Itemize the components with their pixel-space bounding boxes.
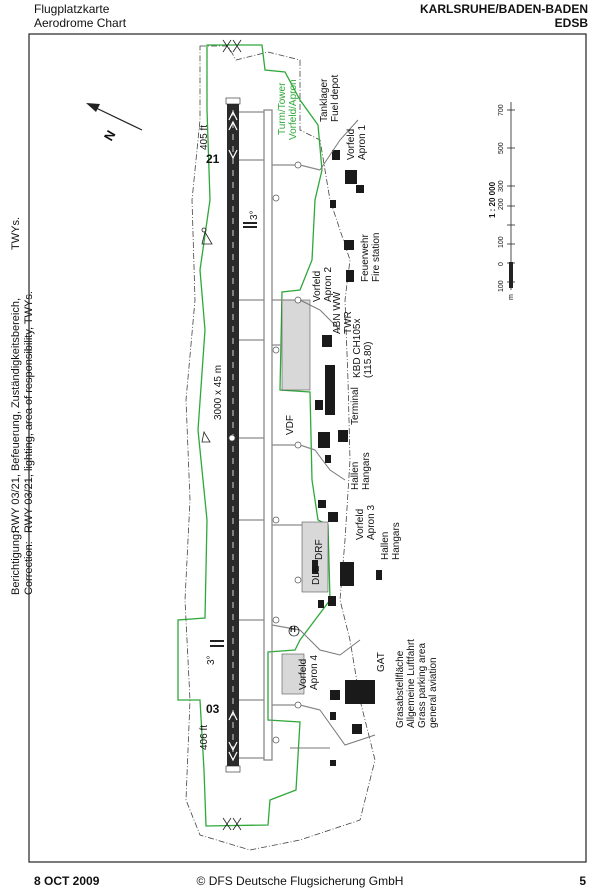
- copyright: © DFS Deutsche Flugsicherung GmbH: [196, 874, 404, 888]
- terminal-label: Terminal: [350, 387, 361, 425]
- apron-green-label: Vorfeld/Apron: [288, 79, 299, 140]
- north-arrow-icon: [86, 103, 143, 131]
- scale-tick-700: 700: [498, 104, 505, 116]
- scale-tick-0: 0: [498, 262, 505, 266]
- tower-green-label: Turm/Tower: [277, 82, 288, 135]
- heli-pad-label: H: [290, 625, 296, 634]
- aerodrome-name: KARLSRUHE/BADEN-BADEN: [420, 2, 588, 16]
- runway-designator-03: 03: [206, 702, 220, 716]
- runway-elevation-north: 405 ft: [199, 124, 210, 150]
- scale-unit: m: [508, 294, 515, 300]
- apron-4-area: [281, 653, 305, 695]
- parallel-taxiway: [263, 109, 273, 761]
- vdf-label: VDF: [285, 415, 296, 435]
- threshold-arrows-south: [228, 710, 238, 762]
- dme-label: KBD CH105x(115.80): [352, 318, 374, 378]
- responsibility-boundary: [177, 44, 331, 827]
- gat-label: GAT: [376, 652, 387, 672]
- papi-angle-north: 3°: [249, 210, 260, 220]
- windsock-icon: [201, 227, 213, 443]
- effective-date: 8 OCT 2009: [34, 874, 100, 888]
- icao-code: EDSB: [554, 16, 588, 30]
- scale-tick-500: 500: [498, 142, 505, 154]
- apron-2-area: [281, 299, 311, 391]
- papi-marks: [210, 222, 257, 647]
- page-number: 5: [579, 874, 586, 888]
- map-frame: [28, 33, 587, 863]
- aerodrome-boundary: [184, 45, 376, 851]
- chart-title-en: Aerodrome Chart: [34, 16, 127, 30]
- buildings: [312, 150, 382, 766]
- abn-label: ABN WW: [332, 291, 343, 334]
- access-roads: [290, 119, 376, 749]
- scale-bar: [507, 102, 515, 290]
- dle-label: DLE: [311, 565, 322, 585]
- scale-tick-300: 300: [498, 180, 505, 192]
- threshold-arrows-north: [228, 110, 238, 160]
- papi-angle-south: 3°: [206, 655, 217, 665]
- runway-threshold-south: [225, 765, 241, 773]
- aerodrome-header: KARLSRUHE/BADEN-BADEN EDSB: [420, 2, 588, 30]
- scale-tick-100-left: 100: [498, 280, 505, 292]
- chart-title: Flugplatzkarte Aerodrome Chart: [34, 2, 126, 30]
- runway-elevation-south: 406 ft: [199, 724, 210, 750]
- drf-label: DRF: [314, 539, 325, 560]
- apron-3-area: [301, 521, 329, 593]
- scale-ratio: 1 : 20 000: [488, 181, 497, 218]
- heli-pad-icon: [288, 625, 300, 637]
- runway-designator-21: 21: [206, 152, 220, 166]
- approach-light-marks: [222, 39, 242, 831]
- scale-tick-200: 200: [498, 198, 505, 210]
- holding-points: [228, 161, 302, 744]
- scale-tick-100: 100: [498, 236, 505, 248]
- runway-threshold-north: [225, 97, 241, 105]
- chart-title-de: Flugplatzkarte: [34, 2, 110, 16]
- runway-dimensions: 3000 x 45 m: [213, 364, 224, 420]
